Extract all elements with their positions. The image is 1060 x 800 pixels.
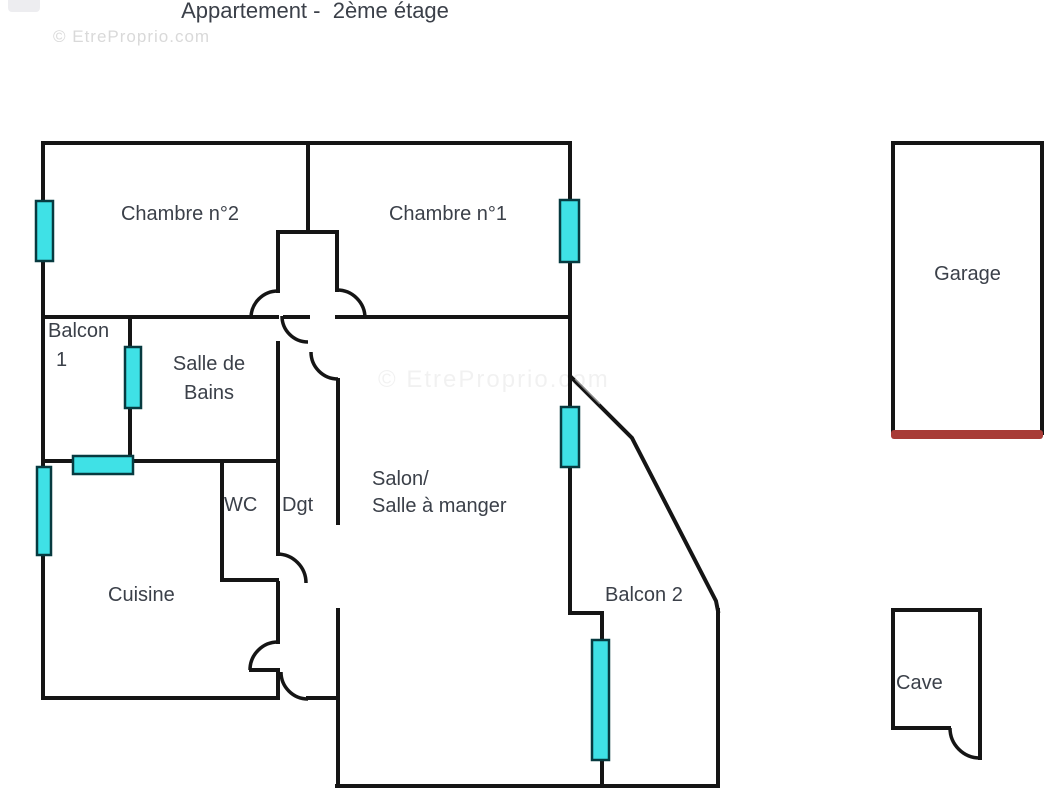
window-salon-balcon2 xyxy=(590,638,611,762)
garage-door-marker xyxy=(891,430,1043,439)
door-arc-chambre1 xyxy=(336,288,367,319)
apartment-walls xyxy=(41,141,721,788)
room-label-wc: WC xyxy=(224,494,258,516)
room-label-dgt: Dgt xyxy=(282,494,314,516)
room-label-garage: Garage xyxy=(934,263,1001,285)
door-arc-cave xyxy=(948,727,981,760)
window-salon xyxy=(559,405,581,469)
door-arc-chambre2 xyxy=(249,289,279,319)
room-label-balcon1: Balcon xyxy=(48,320,110,342)
room-label-cuisine: Cuisine xyxy=(108,584,175,606)
room-label-balcon2: Balcon 2 xyxy=(605,584,683,606)
door-arc-wc xyxy=(276,552,308,584)
window-chambre2 xyxy=(34,199,55,263)
cave-outline xyxy=(891,608,982,760)
garage-outline xyxy=(891,141,1044,439)
balcon2-diagonal-wall xyxy=(568,374,721,614)
window-balcon1-bathroom xyxy=(123,345,143,410)
room-label-chambre2: Chambre n°2 xyxy=(120,203,240,225)
room-label-balcon1-number: 1 xyxy=(56,349,68,371)
corridor-left-wall xyxy=(249,341,280,700)
cave-walls xyxy=(891,608,982,760)
plan-title: Appartement - 2ème étage xyxy=(181,0,449,23)
room-label-salle-de-bains: Salle de Bains xyxy=(172,353,246,404)
room-label-cave: Cave xyxy=(896,672,943,694)
door-arc-corridor-cuisine xyxy=(248,640,279,671)
window-balcon1-bottom xyxy=(71,454,135,476)
window-cuisine xyxy=(35,465,53,557)
garage-walls xyxy=(891,141,1044,435)
balcon2-diagonal-thin-line xyxy=(574,378,601,405)
door-arc-salle-de-bains xyxy=(280,315,309,344)
window-chambre1 xyxy=(558,198,581,264)
room-label-chambre1: Chambre n°1 xyxy=(388,203,508,225)
door-arc-cuisine-bottom xyxy=(279,671,309,701)
window-markers xyxy=(34,198,611,762)
door-arcs xyxy=(248,288,981,760)
watermark-center: © EtreProprio.com xyxy=(378,366,610,393)
corner-artifact xyxy=(8,0,40,12)
room-label-salon: Salon/ Salle à manger xyxy=(372,468,507,517)
door-arc-salon xyxy=(309,351,339,381)
watermark-top-left: © EtreProprio.com xyxy=(53,27,211,46)
wc-walls xyxy=(220,459,279,582)
vestibule-walls xyxy=(276,230,339,293)
